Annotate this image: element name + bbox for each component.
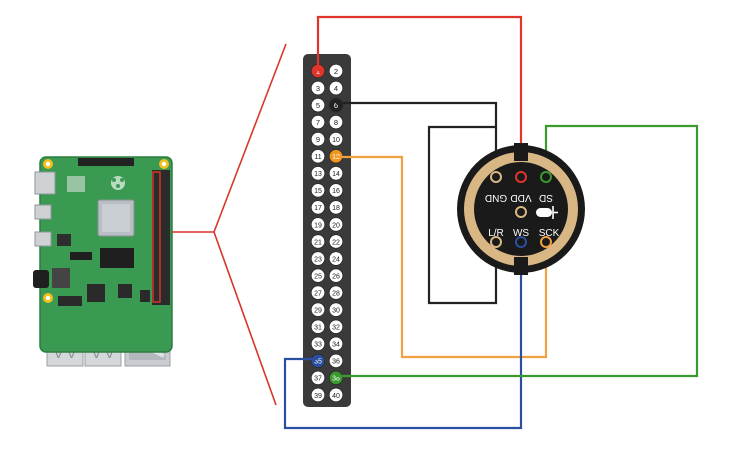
gpio-pin-label: 8 xyxy=(334,118,338,127)
gpio-pin-30: 30 xyxy=(328,302,344,317)
gpio-pin-34: 34 xyxy=(328,336,344,352)
wire-sck xyxy=(336,155,548,359)
mic-label-gnd: GND xyxy=(485,192,507,203)
gpio-pin-39: 39 xyxy=(310,387,326,403)
gpio-pin-label: 35 xyxy=(314,359,322,366)
gpio-pin-label: 18 xyxy=(332,205,340,212)
gpio-pin-22: 22 xyxy=(328,234,344,249)
microphone-icon xyxy=(536,206,558,219)
gpio-pin-label: 37 xyxy=(314,376,322,383)
mic-label-ws: WS xyxy=(513,228,529,239)
gpio-pin-10: 10 xyxy=(328,131,344,147)
mic-label-lr: L/R xyxy=(488,228,504,239)
gpio-pin-label: 5 xyxy=(316,101,320,110)
gpio-pin-37: 37 xyxy=(310,370,326,386)
gpio-pin-label: 27 xyxy=(314,290,322,297)
gpio-pin-4: 4 xyxy=(328,80,344,96)
gpio-pin-label: 28 xyxy=(332,290,340,297)
wire-ws xyxy=(283,242,523,430)
gpio-pin-36: 36 xyxy=(328,353,344,369)
gpio-pin-19: 19 xyxy=(310,217,326,232)
gpio-pin-label: 29 xyxy=(314,308,322,315)
gpio-pin-17: 17 xyxy=(310,200,326,215)
wire-vdd xyxy=(316,15,523,176)
gpio-pin-14: 14 xyxy=(328,166,344,181)
gpio-pin-31: 31 xyxy=(310,319,326,334)
gpio-pin-label: 31 xyxy=(314,325,322,332)
gpio-pin-label: 40 xyxy=(332,393,340,400)
gpio-pin-label: 11 xyxy=(314,154,321,161)
gpio-pin-2: 2 xyxy=(328,63,344,79)
gpio-pin-label: 7 xyxy=(316,118,320,127)
gpio-pin-27: 27 xyxy=(310,285,326,300)
gpio-pin-label: 39 xyxy=(314,393,322,400)
gpio-pin-label: 4 xyxy=(334,84,338,93)
gpio-pin-label: 33 xyxy=(314,342,322,349)
gpio-pin-label: 16 xyxy=(332,188,340,195)
gpio-pin-label: 13 xyxy=(314,171,322,178)
i2s-microphone: GND VDD SD L/R WS SCK xyxy=(457,143,585,275)
gpio-pin-32: 32 xyxy=(328,319,344,334)
wire-gnd xyxy=(336,101,498,176)
gpio-pin-18: 18 xyxy=(328,200,344,215)
gpio-pin-6: 6 xyxy=(328,97,344,113)
mic-label-sd: SD xyxy=(539,192,553,203)
gpio-pin-label: 26 xyxy=(332,273,340,280)
gpio-pin-label: 24 xyxy=(332,256,340,263)
gpio-pin-label: 1 xyxy=(316,67,320,76)
gpio-pin-9: 9 xyxy=(310,131,326,147)
gpio-pin-25: 25 xyxy=(310,268,326,283)
gpio-pin-23: 23 xyxy=(310,251,326,266)
gpio-pin-label: 25 xyxy=(314,273,322,280)
gpio-pin-38: 38 xyxy=(328,370,344,386)
gpio-pin-label: 22 xyxy=(332,239,340,246)
gpio-pin-label: 21 xyxy=(314,239,322,246)
wire-lr-gnd xyxy=(427,125,498,305)
mic-label-sck: SCK xyxy=(539,228,560,239)
gpio-pin-label: 36 xyxy=(332,359,340,366)
gpio-pin-7: 7 xyxy=(310,114,326,130)
gpio-pin-label: 2 xyxy=(334,67,338,76)
zoom-callout xyxy=(172,43,287,406)
gpio-pin-35: 35 xyxy=(310,353,326,369)
gpio-pin-28: 28 xyxy=(328,285,344,300)
gpio-pin-label: 34 xyxy=(332,342,340,349)
gpio-pin-label: 9 xyxy=(316,135,320,144)
gpio-pin-label: 30 xyxy=(332,308,340,315)
wire-sd xyxy=(336,124,699,378)
gpio-pin-label: 14 xyxy=(332,171,340,178)
gpio-pin-3: 3 xyxy=(310,80,326,96)
gpio-pin-33: 33 xyxy=(310,336,326,352)
gpio-pin-13: 13 xyxy=(310,166,326,181)
gpio-pin-8: 8 xyxy=(328,114,344,130)
gpio-pin-26: 26 xyxy=(328,268,344,283)
gpio-pin-label: 15 xyxy=(314,188,322,195)
gpio-pin-5: 5 xyxy=(310,97,326,113)
gpio-pin-label: 38 xyxy=(332,376,340,383)
gpio-pin-20: 20 xyxy=(328,217,344,232)
gpio-pin-label: 6 xyxy=(334,101,338,110)
gpio-pin-16: 16 xyxy=(328,183,344,198)
gpio-pin-29: 29 xyxy=(310,302,326,317)
gpio-pin-40: 40 xyxy=(328,387,344,403)
gpio-pin-21: 21 xyxy=(310,234,326,249)
gpio-pin-label: 19 xyxy=(314,222,322,229)
gpio-pin-15: 15 xyxy=(310,183,326,198)
gpio-pin-label: 23 xyxy=(314,256,322,263)
mic-label-vdd: VDD xyxy=(510,192,531,203)
gpio-pin-24: 24 xyxy=(328,251,344,266)
raspberry-pi-board: V V V V xyxy=(33,156,173,367)
gpio-pin-label: 20 xyxy=(332,222,340,229)
gpio-pin-label: 10 xyxy=(332,137,340,144)
gpio-pin-label: 3 xyxy=(316,84,320,93)
gpio-pin-11: 11 xyxy=(310,149,326,164)
gpio-pin-label: 32 xyxy=(332,325,340,332)
gpio-pin-label: 17 xyxy=(314,205,322,212)
